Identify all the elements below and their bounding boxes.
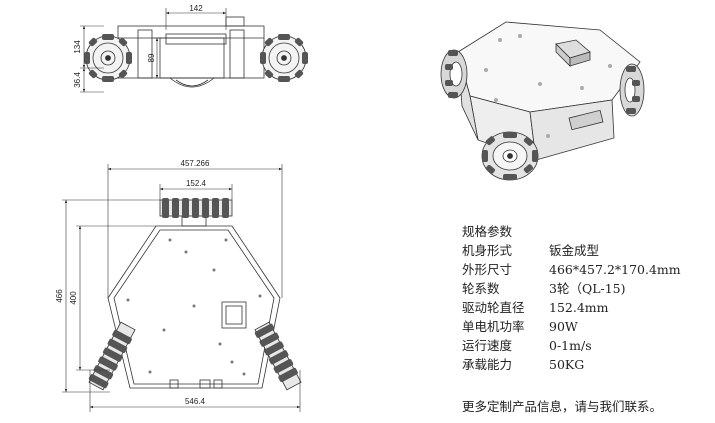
- spec-value: 90W: [549, 319, 578, 334]
- top-view-wheel-top: [159, 198, 233, 218]
- spec-label: 轮系数: [462, 281, 500, 296]
- top-view-wheel-left: [88, 321, 136, 391]
- isometric-wheel-left: [440, 49, 468, 99]
- dim-top-inner-height: 400: [69, 291, 78, 305]
- spec-value: 0-1m/s: [549, 338, 592, 353]
- spec-value: 466*457.2*170.4mm: [549, 262, 681, 277]
- spec-title: 规格参数: [462, 224, 513, 239]
- spec-label: 驱动轮直径: [462, 300, 525, 315]
- dim-top-bottom-width: 546.4: [185, 397, 206, 406]
- dim-side-total-height: 134: [73, 40, 82, 54]
- dim-side-inner-height: 89: [147, 53, 156, 62]
- isometric-view-drawing: [457, 21, 641, 161]
- spec-value: 钣金成型: [549, 243, 600, 258]
- spec-value: 152.4mm: [549, 300, 609, 315]
- dim-top-total-height: 466: [55, 289, 64, 303]
- dim-top-width: 457.266: [181, 159, 210, 168]
- dim-side-lower-height: 36.4: [73, 72, 82, 88]
- spec-label: 外形尺寸: [462, 262, 513, 277]
- isometric-wheel-right: [619, 63, 645, 117]
- spec-label: 运行速度: [462, 338, 513, 353]
- top-view-wheel-right: [254, 321, 302, 391]
- contact-footer-text: 更多定制产品信息，请与我们联系。: [462, 399, 663, 414]
- dim-top-wheel-width: 152.4: [186, 179, 207, 188]
- spec-label: 承载能力: [462, 357, 513, 372]
- side-view-right-wheel: [260, 34, 308, 82]
- dim-side-width: 142: [189, 4, 203, 13]
- side-view-left-wheel: [84, 34, 132, 82]
- spec-label: 单电机功率: [462, 319, 525, 334]
- top-view-dimensions: [62, 164, 301, 412]
- isometric-wheel-front: [481, 131, 539, 181]
- top-view-drawing: [107, 213, 281, 389]
- side-view-dimensions: [80, 8, 227, 93]
- spec-value: 3轮（QL-15): [549, 281, 626, 296]
- side-view-drawing: [117, 16, 265, 88]
- spec-value: 50KG: [549, 357, 585, 372]
- spec-table: 规格参数 机身形式 钣金成型 外形尺寸 466*457.2*170.4mm 轮系…: [462, 222, 681, 372]
- spec-label: 机身形式: [462, 243, 513, 258]
